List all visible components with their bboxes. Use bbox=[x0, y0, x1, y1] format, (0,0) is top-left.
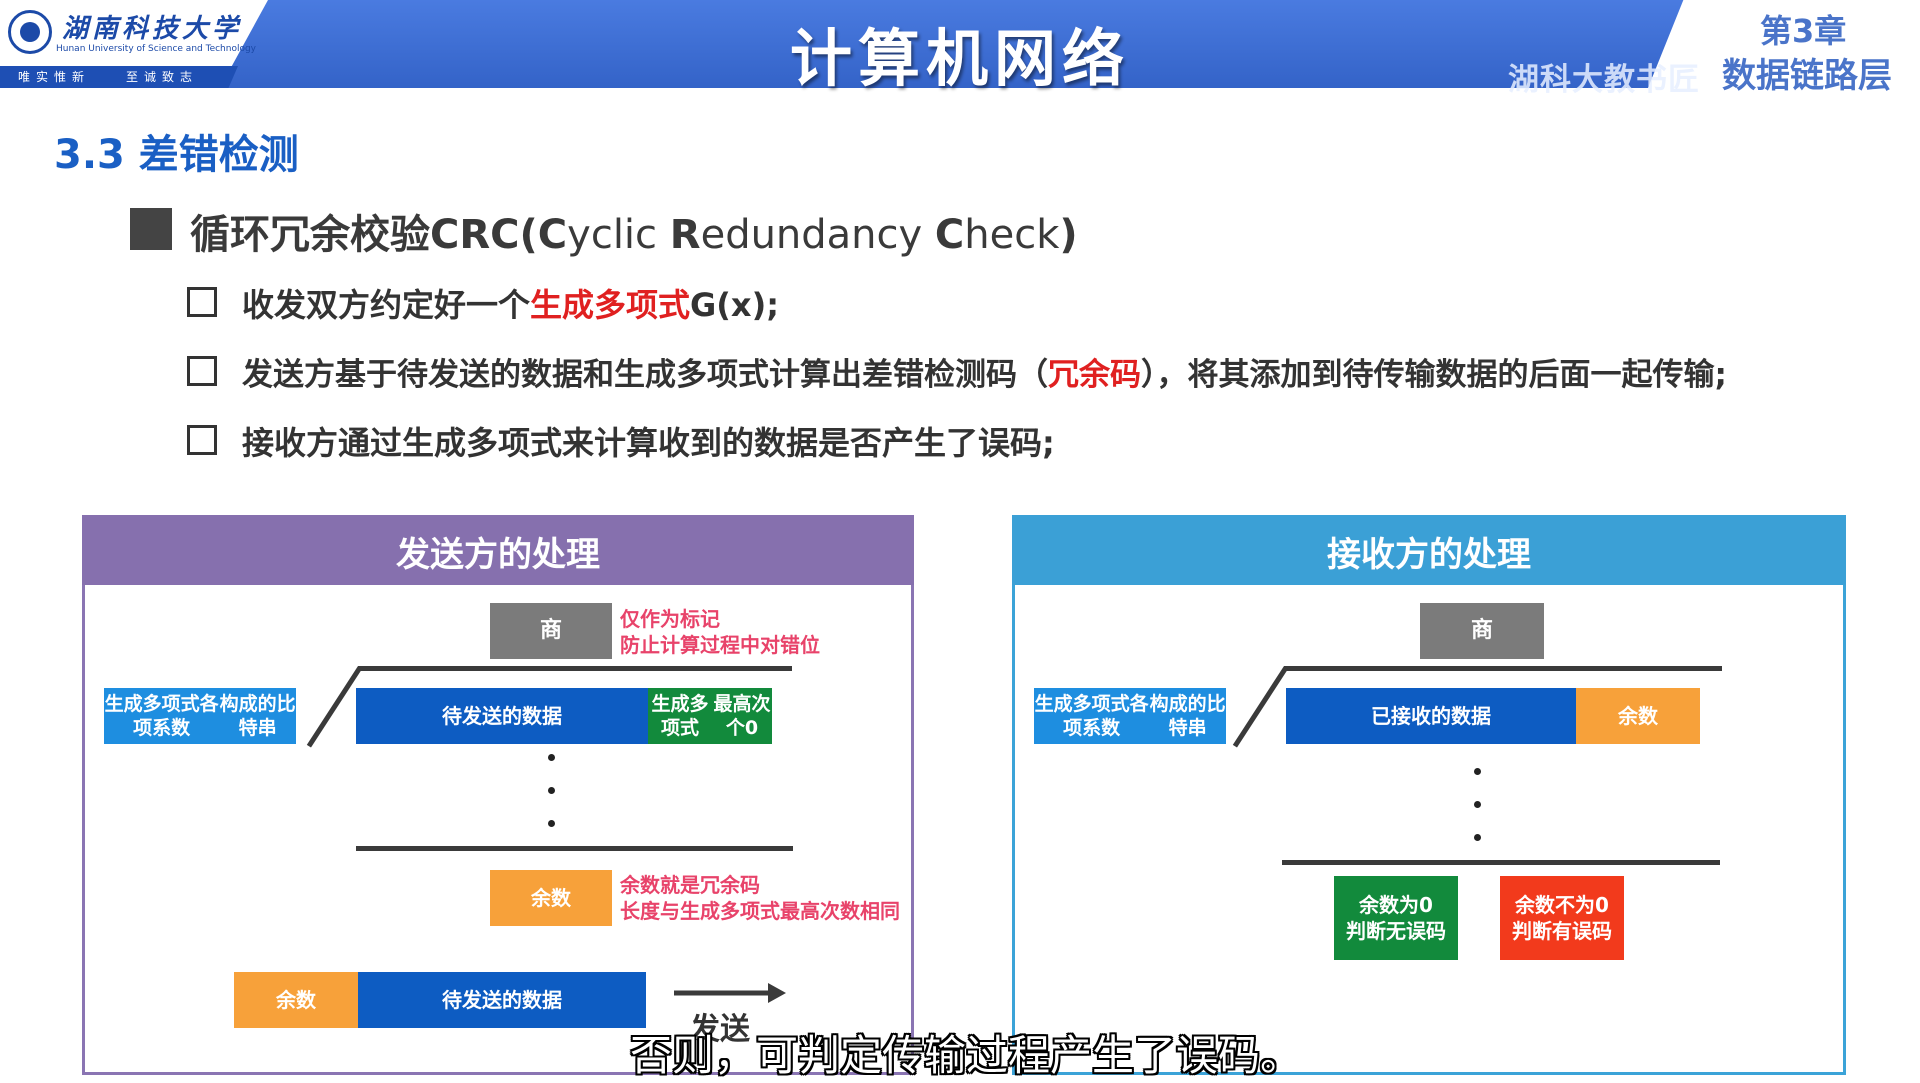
square-bullet-icon bbox=[130, 208, 172, 250]
sender-data-box: 待发送的数据 bbox=[356, 688, 648, 744]
crc-heading-yclic: yclic bbox=[567, 212, 670, 258]
checkbox-icon bbox=[187, 356, 217, 386]
received-remainder-box: 余数 bbox=[1576, 688, 1700, 744]
university-emblem-icon bbox=[8, 10, 52, 54]
chapter-name: 数据链路层 bbox=[1722, 56, 1892, 96]
chapter-panel bbox=[1648, 0, 1920, 88]
crc-heading: 循环冗余校验CRC(Cyclic Redundancy Check) bbox=[190, 202, 1078, 260]
crc-heading-heck: heck bbox=[964, 212, 1060, 258]
send-arrow-icon bbox=[674, 983, 786, 1003]
remainder-note-2: 长度与生成多项式最高次数相同 bbox=[620, 899, 900, 923]
receiver-divisor-box: 生成多项式各项系数构成的比特串 bbox=[1034, 688, 1226, 744]
bullet-2-post: ），将其添加到待传输数据的后面一起传输; bbox=[1141, 357, 1727, 393]
has-error-box-line-1: 余数不为0 bbox=[1515, 893, 1609, 917]
watermark: 湖科大教书匠 bbox=[1508, 62, 1700, 98]
crc-heading-close: ) bbox=[1059, 212, 1078, 258]
sender-panel-title: 发送方的处理 bbox=[396, 535, 600, 575]
bullet-1-pre: 收发双方约定好一个 bbox=[242, 286, 531, 324]
header-gradient bbox=[0, 0, 1920, 88]
receiver-division-bar-top bbox=[1284, 666, 1722, 671]
remainder-note-1: 余数就是冗余码 bbox=[620, 873, 760, 897]
receiver-divisor-box-line-2: 构成的比特串 bbox=[1149, 693, 1226, 739]
bullet-1-highlight: 生成多项式 bbox=[530, 286, 691, 324]
frame-data-box: 待发送的数据 bbox=[358, 972, 646, 1028]
section-title: 3.3 差错检测 bbox=[54, 132, 299, 178]
crc-heading-c2: C bbox=[934, 212, 965, 258]
sender-panel-header bbox=[82, 515, 914, 585]
quotient-note-2: 防止计算过程中对错位 bbox=[620, 633, 820, 657]
no-error-box-line-2: 判断无误码 bbox=[1346, 919, 1446, 943]
has-error-box-line-2: 判断有误码 bbox=[1512, 919, 1612, 943]
receiver-quotient-box: 商 bbox=[1420, 603, 1544, 659]
crc-heading-edundancy: edundancy bbox=[700, 212, 935, 258]
bullet-3: 接收方通过生成多项式来计算收到的数据是否产生了误码; bbox=[242, 418, 1055, 464]
ellipsis-dot bbox=[548, 754, 555, 761]
course-title: 计算机网络 bbox=[789, 22, 1130, 95]
ellipsis-dot bbox=[1474, 768, 1481, 775]
crc-heading-r: R bbox=[669, 212, 701, 258]
bullet-1-post: G(x); bbox=[690, 286, 779, 324]
motto-1: 唯实惟新 bbox=[18, 70, 91, 84]
receiver-division-bar-bottom bbox=[1282, 860, 1720, 865]
zeros-box: 生成多项式最高次个0 bbox=[648, 688, 772, 744]
send-label: 发送 bbox=[690, 1012, 750, 1047]
receiver-panel bbox=[1012, 515, 1846, 1075]
ellipsis-dot bbox=[1474, 801, 1481, 808]
checkbox-icon bbox=[187, 287, 217, 317]
university-name-cn: 湖南科技大学 bbox=[62, 14, 243, 44]
sender-remainder-box: 余数 bbox=[490, 870, 612, 926]
checkbox-icon bbox=[187, 425, 217, 455]
ellipsis-dot bbox=[548, 787, 555, 794]
ellipsis-dot bbox=[548, 820, 555, 827]
sender-divisor-box: 生成多项式各项系数构成的比特串 bbox=[104, 688, 296, 744]
ellipsis-dot bbox=[1474, 834, 1481, 841]
bullet-2-highlight: 冗余码 bbox=[1048, 357, 1141, 393]
bullet-3-pre: 接收方通过生成多项式来计算收到的数据是否产生了误码; bbox=[242, 424, 1055, 462]
frame-remainder-box: 余数 bbox=[234, 972, 358, 1028]
bullet-1: 收发双方约定好一个生成多项式G(x); bbox=[242, 280, 779, 326]
quotient-note-1: 仅作为标记 bbox=[620, 607, 720, 631]
division-bar-top bbox=[358, 666, 792, 671]
bullet-2-pre: 发送方基于待发送的数据和生成多项式计算出差错检测码（ bbox=[242, 357, 1048, 393]
sender-divisor-box-line-2: 构成的比特串 bbox=[219, 693, 296, 739]
bullet-2: 发送方基于待发送的数据和生成多项式计算出差错检测码（冗余码），将其添加到待传输数… bbox=[242, 349, 1727, 394]
receiver-divisor-box-line-1: 生成多项式各项系数 bbox=[1034, 693, 1149, 739]
zeros-box-line-2: 最高次个0 bbox=[713, 693, 771, 739]
no-error-box-line-1: 余数为0 bbox=[1359, 893, 1433, 917]
sender-quotient-box: 商 bbox=[490, 603, 612, 659]
motto-2: 至诚致志 bbox=[126, 70, 199, 84]
video-subtitle: 否则，可判定传输过程产生了误码。 bbox=[630, 1031, 1303, 1080]
sender-divisor-box-line-1: 生成多项式各项系数 bbox=[104, 693, 219, 739]
received-data-box: 已接收的数据 bbox=[1286, 688, 1576, 744]
receiver-panel-title: 接收方的处理 bbox=[1327, 535, 1531, 575]
motto-bar bbox=[0, 66, 238, 88]
division-bar-bottom bbox=[356, 846, 793, 851]
chapter-number: 第3章 bbox=[1760, 12, 1847, 50]
receiver-panel-header bbox=[1012, 515, 1846, 585]
zeros-box-line-1: 生成多项式 bbox=[651, 693, 709, 739]
crc-heading-c: C bbox=[537, 212, 568, 258]
university-name-en: Hunan University of Science and Technolo… bbox=[56, 44, 257, 54]
crc-heading-part1: 循环冗余校验CRC( bbox=[190, 212, 538, 258]
